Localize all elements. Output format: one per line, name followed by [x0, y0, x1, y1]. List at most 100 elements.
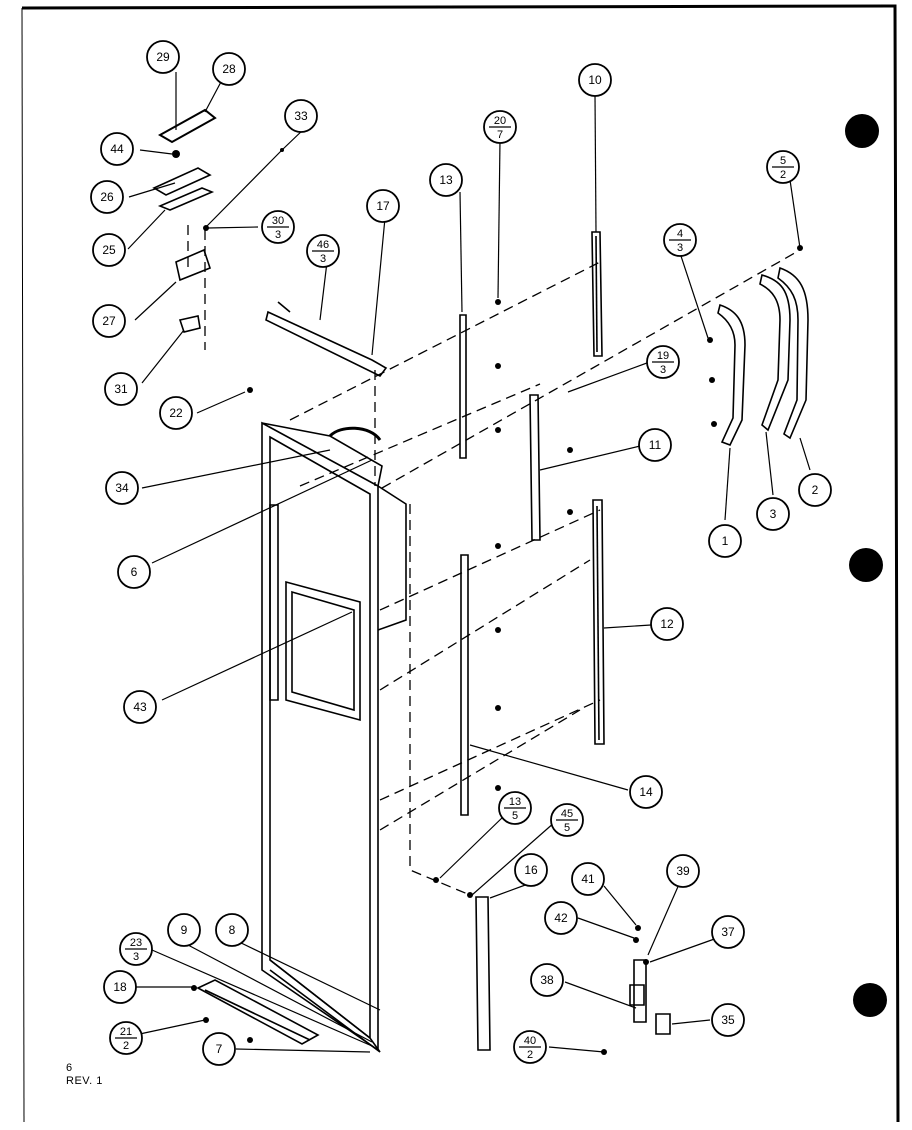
callout-45-5: 455	[550, 803, 584, 837]
revision-label: REV. 1	[66, 1075, 103, 1087]
callout-16: 16	[514, 853, 548, 887]
callout-40-2: 402	[513, 1030, 547, 1064]
callout-6: 6	[117, 555, 151, 589]
callout-number: 14	[639, 785, 653, 799]
callout-number: 37	[721, 925, 735, 939]
callout-number: 22	[169, 406, 183, 420]
callout-quantity: 7	[497, 129, 503, 141]
callout-number: 38	[540, 973, 554, 987]
callout-quantity: 3	[275, 229, 281, 241]
callout-12: 12	[650, 607, 684, 641]
callout-number: 2	[812, 483, 819, 497]
callout-30-3: 303	[261, 210, 295, 244]
callout-39: 39	[666, 854, 700, 888]
callout-26: 26	[90, 180, 124, 214]
callout-14: 14	[629, 775, 663, 809]
part-strips	[152, 108, 809, 1051]
callout-number: 5	[780, 155, 786, 167]
callout-number: 11	[649, 438, 662, 452]
callout-number: 25	[102, 243, 116, 257]
callout-number: 31	[114, 382, 128, 396]
callout-number: 33	[294, 109, 308, 123]
callout-number: 40	[524, 1035, 536, 1047]
callout-number: 6	[131, 565, 138, 579]
callout-quantity: 2	[527, 1049, 533, 1061]
callout-29: 29	[146, 40, 180, 74]
callout-37: 37	[711, 915, 745, 949]
callout-number: 13	[509, 796, 521, 808]
callout-35: 35	[711, 1003, 745, 1037]
callout-quantity: 2	[123, 1040, 129, 1052]
callout-number: 12	[660, 617, 674, 631]
callout-13-5: 135	[498, 791, 532, 825]
callout-number: 20	[494, 115, 506, 127]
callout-34: 34	[105, 471, 139, 505]
leader-lines	[127, 72, 811, 1053]
callout-42: 42	[544, 901, 578, 935]
callout-25: 25	[92, 233, 126, 267]
callout-33: 33	[284, 99, 318, 133]
callout-number: 28	[222, 62, 236, 76]
callout-41: 41	[571, 862, 605, 896]
explosion-lines	[187, 225, 801, 896]
callout-quantity: 2	[780, 169, 786, 181]
callout-3: 3	[756, 497, 790, 531]
callout-layer: 2928443326253032746317312234643132071052…	[90, 40, 832, 1066]
callout-quantity: 3	[133, 951, 139, 963]
callout-quantity: 5	[512, 810, 518, 822]
callout-21-2: 212	[109, 1021, 143, 1055]
door-panel	[261, 421, 407, 1053]
callout-number: 26	[100, 190, 114, 204]
callout-5-2: 52	[766, 150, 800, 184]
callout-43: 43	[123, 690, 157, 724]
callout-number: 13	[439, 173, 453, 187]
callout-13: 13	[429, 163, 463, 197]
callout-27: 27	[92, 304, 126, 338]
callout-22: 22	[159, 396, 193, 430]
callout-17: 17	[366, 189, 400, 223]
callout-46-3: 463	[306, 234, 340, 268]
callout-number: 17	[376, 199, 390, 213]
callout-1: 1	[708, 524, 742, 558]
callout-number: 45	[561, 808, 573, 820]
callout-number: 23	[130, 937, 142, 949]
callout-20-7: 207	[483, 110, 517, 144]
callout-number: 7	[216, 1042, 223, 1056]
callout-4-3: 43	[663, 223, 697, 257]
callout-9: 9	[167, 913, 201, 947]
callout-31: 31	[104, 372, 138, 406]
callout-number: 30	[272, 215, 284, 227]
page-number: 6	[66, 1062, 73, 1074]
callout-number: 21	[120, 1026, 132, 1038]
callout-10: 10	[578, 63, 612, 97]
callout-18: 18	[103, 970, 137, 1004]
callout-number: 34	[115, 481, 129, 495]
callout-quantity: 5	[564, 822, 570, 834]
callout-number: 3	[770, 507, 777, 521]
callout-number: 41	[581, 872, 595, 886]
callout-quantity: 3	[320, 253, 326, 265]
callout-8: 8	[215, 913, 249, 947]
callout-44: 44	[100, 132, 134, 166]
callout-quantity: 3	[677, 242, 683, 254]
callout-23-3: 233	[119, 932, 153, 966]
callout-number: 43	[133, 700, 147, 714]
callout-28: 28	[212, 52, 246, 86]
callout-2: 2	[798, 473, 832, 507]
fasteners	[172, 148, 803, 1055]
callout-number: 44	[110, 142, 124, 156]
callout-38: 38	[530, 963, 564, 997]
callout-11: 11	[638, 428, 672, 462]
callout-number: 18	[113, 980, 127, 994]
callout-number: 8	[229, 923, 236, 937]
scan-border	[21, 4, 900, 1123]
callout-number: 35	[721, 1013, 735, 1027]
callout-19-3: 193	[646, 345, 680, 379]
callout-number: 1	[722, 534, 729, 548]
callout-number: 10	[588, 73, 602, 87]
binder-holes	[845, 114, 887, 1017]
callout-number: 29	[156, 50, 170, 64]
callout-number: 42	[554, 911, 568, 925]
callout-number: 16	[524, 863, 538, 877]
